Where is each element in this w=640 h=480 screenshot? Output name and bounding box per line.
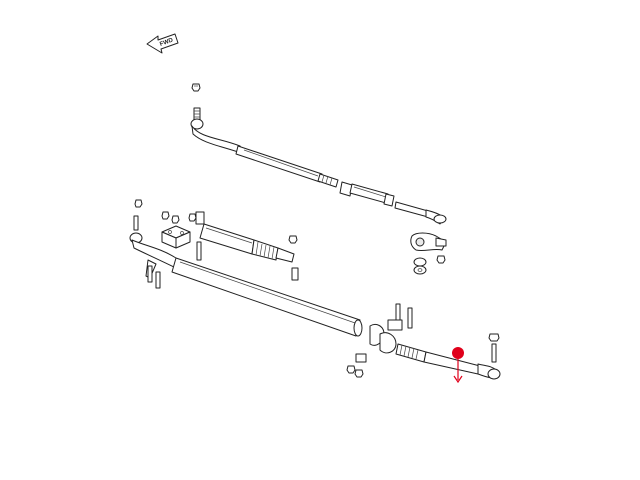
- bracket-nut: [188, 213, 197, 222]
- drag-link-right-rod: [423, 351, 481, 375]
- damper-bolt: [196, 241, 202, 261]
- upper-adjuster-nut: [339, 181, 353, 197]
- upper-adjusting-sleeve: [349, 183, 389, 204]
- tie-rod-end-nut: [134, 199, 143, 208]
- upper-left-nut: [191, 83, 201, 92]
- fwd-arrow-icon: FWD: [146, 33, 179, 54]
- upper-tie-rod: [235, 145, 323, 183]
- steering-damper: [199, 223, 295, 263]
- damper-stud: [291, 267, 299, 281]
- drag-link-bolt: [155, 271, 161, 289]
- pitman-arm: [410, 232, 447, 252]
- drag-link-bolt: [147, 265, 153, 283]
- drag-link-assembly: [129, 215, 501, 380]
- fwd-label: FWD: [159, 37, 175, 48]
- upper-left-tie-rod-end: [190, 118, 245, 155]
- upper-right-tie-rod-end: [425, 209, 447, 225]
- drag-link-right-end: [477, 333, 501, 380]
- pitman-washer-nut: [413, 255, 446, 275]
- upper-tie-rod-assembly: [190, 83, 447, 275]
- upper-right-rod: [394, 201, 429, 218]
- damper-nut: [288, 235, 298, 244]
- clamp-plate: [387, 319, 403, 331]
- drag-link-tube: [171, 257, 363, 337]
- bracket-nut: [171, 215, 180, 224]
- drag-link-clamp: [369, 323, 397, 354]
- steering-damper-assembly: [134, 199, 299, 281]
- clamp-nut: [354, 369, 364, 378]
- upper-adjuster-nut-right: [383, 193, 395, 207]
- bracket-nut: [161, 211, 170, 220]
- upper-rod-thread: [317, 173, 339, 188]
- damper-mounting-bracket: [161, 225, 191, 249]
- clamp-bolt: [407, 307, 413, 329]
- damper-end-bushing: [195, 211, 205, 225]
- callout-dot-icon: [452, 347, 464, 384]
- drag-link-stud: [133, 215, 139, 231]
- clamp-nut: [355, 353, 367, 363]
- drag-link-adjuster: [395, 343, 427, 363]
- clamp-nut: [346, 365, 356, 374]
